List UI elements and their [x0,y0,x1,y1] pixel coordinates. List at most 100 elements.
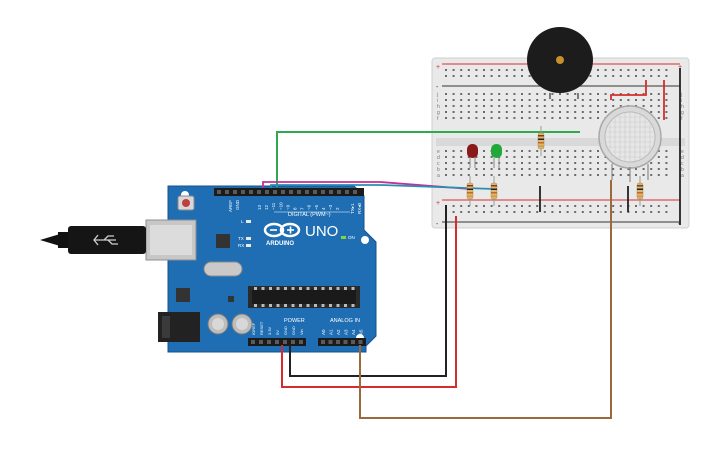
breadboard-hole[interactable] [627,174,630,176]
breadboard-hole[interactable] [483,105,485,107]
breadboard-hole[interactable] [581,168,584,170]
breadboard-hole[interactable] [612,174,615,176]
breadboard-hole[interactable] [559,117,561,119]
breadboard-hole[interactable] [543,205,546,207]
breadboard-hole[interactable] [657,93,660,95]
breadboard-hole[interactable] [475,156,478,158]
breadboard-hole[interactable] [498,75,501,77]
breadboard-hole[interactable] [543,93,546,95]
breadboard-hole[interactable] [597,93,599,95]
breadboard-hole[interactable] [490,69,493,71]
breadboard-hole[interactable] [490,156,493,158]
breadboard-hole[interactable] [657,99,660,101]
breadboard-hole[interactable] [574,211,577,213]
breadboard-hole[interactable] [543,105,546,107]
breadboard-hole[interactable] [452,93,455,95]
breadboard-hole[interactable] [483,75,485,77]
breadboard-hole[interactable] [460,75,463,77]
breadboard-hole[interactable] [597,105,599,107]
breadboard-hole[interactable] [665,174,668,176]
breadboard-hole[interactable] [551,117,554,119]
breadboard-hole[interactable] [528,117,531,119]
breadboard-hole[interactable] [581,111,584,113]
breadboard-hole[interactable] [619,168,622,170]
header-hole[interactable] [283,340,287,344]
breadboard-hole[interactable] [475,105,478,107]
breadboard-hole[interactable] [505,93,508,95]
breadboard-hole[interactable] [467,205,470,207]
breadboard-hole[interactable] [460,205,463,207]
breadboard-hole[interactable] [528,211,531,213]
breadboard-hole[interactable] [490,205,493,207]
header-hole[interactable] [345,190,349,194]
breadboard-hole[interactable] [566,105,569,107]
breadboard-hole[interactable] [551,211,554,213]
breadboard-hole[interactable] [528,75,531,77]
breadboard-hole[interactable] [657,156,660,158]
breadboard-hole[interactable] [589,168,592,170]
breadboard-hole[interactable] [505,99,508,101]
breadboard-hole[interactable] [490,93,493,95]
breadboard-hole[interactable] [445,111,447,113]
breadboard-hole[interactable] [513,111,516,113]
breadboard-hole[interactable] [498,211,501,213]
breadboard-hole[interactable] [665,156,668,158]
header-hole[interactable] [289,190,293,194]
breadboard-hole[interactable] [604,168,607,170]
breadboard-hole[interactable] [642,168,645,170]
breadboard-hole[interactable] [528,174,531,176]
breadboard-hole[interactable] [551,99,554,101]
breadboard-hole[interactable] [452,205,455,207]
breadboard-hole[interactable] [460,211,463,213]
green-led[interactable] [491,144,502,168]
breadboard-hole[interactable] [650,162,653,164]
breadboard-hole[interactable] [536,117,539,119]
breadboard-hole[interactable] [650,75,653,77]
breadboard-hole[interactable] [498,168,501,170]
breadboard-hole[interactable] [528,162,531,164]
breadboard-hole[interactable] [536,105,539,107]
breadboard-hole[interactable] [566,162,569,164]
breadboard-hole[interactable] [574,150,577,152]
breadboard-hole[interactable] [536,93,539,95]
breadboard-hole[interactable] [467,211,470,213]
breadboard-hole[interactable] [635,174,637,176]
breadboard-hole[interactable] [574,93,577,95]
header-hole[interactable] [267,340,271,344]
breadboard-hole[interactable] [513,211,516,213]
breadboard-hole[interactable] [467,105,470,107]
breadboard-hole[interactable] [589,105,592,107]
breadboard-hole[interactable] [536,162,539,164]
breadboard-hole[interactable] [452,99,455,101]
header-hole[interactable] [336,340,340,344]
breadboard-hole[interactable] [619,205,622,207]
header-hole[interactable] [291,340,295,344]
breadboard-hole[interactable] [581,105,584,107]
header-hole[interactable] [275,340,279,344]
breadboard-hole[interactable] [612,99,615,101]
breadboard-hole[interactable] [528,156,531,158]
breadboard-hole[interactable] [460,69,463,71]
breadboard-hole[interactable] [566,174,569,176]
breadboard-hole[interactable] [543,111,546,113]
breadboard-hole[interactable] [559,162,561,164]
breadboard-hole[interactable] [452,111,455,113]
breadboard-hole[interactable] [574,162,577,164]
breadboard-hole[interactable] [566,156,569,158]
breadboard-hole[interactable] [665,162,668,164]
breadboard-hole[interactable] [657,211,660,213]
breadboard-hole[interactable] [513,93,516,95]
breadboard-hole[interactable] [619,105,622,107]
breadboard-hole[interactable] [559,150,561,152]
breadboard-hole[interactable] [612,205,615,207]
header-hole[interactable] [233,190,237,194]
breadboard-hole[interactable] [559,168,561,170]
breadboard-hole[interactable] [490,75,493,77]
breadboard-hole[interactable] [657,150,660,152]
breadboard-hole[interactable] [490,117,493,119]
breadboard-hole[interactable] [445,162,447,164]
header-hole[interactable] [217,190,221,194]
breadboard-hole[interactable] [581,205,584,207]
breadboard-hole[interactable] [665,69,668,71]
breadboard-hole[interactable] [574,205,577,207]
